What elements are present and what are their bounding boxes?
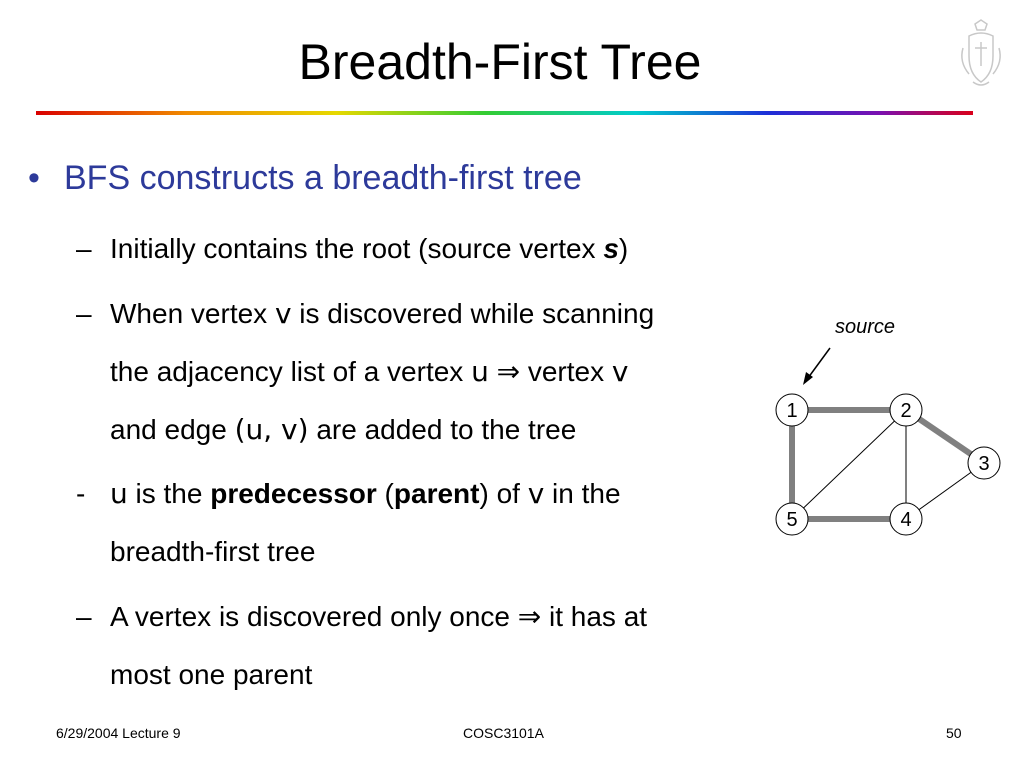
vertex-label: 1 — [786, 400, 797, 422]
university-crest-icon — [961, 19, 1001, 86]
sub-bullet-4-line-2: most one parent — [110, 659, 313, 690]
vertex-label: 2 — [900, 400, 911, 422]
bullet-marker: • — [28, 159, 40, 197]
sub-bullet-3-line-2: breadth-first tree — [110, 536, 316, 567]
vertex-3: 3 — [967, 446, 1001, 480]
vertex-circle — [775, 393, 809, 427]
source-label: source — [835, 316, 895, 338]
vertex-5: 5 — [775, 502, 809, 536]
vertex-1: 1 — [775, 393, 809, 427]
vertex-circle — [889, 393, 923, 427]
sub-bullet-2-line-2: the adjacency list of a vertex u ⇒ verte… — [110, 355, 629, 388]
bfs-graph-diagram: source 1 2 3 4 5 — [775, 316, 1001, 536]
vertex-circle — [889, 502, 923, 536]
slide-title: Breadth-First Tree — [298, 34, 702, 90]
title-underline-rainbow — [36, 111, 973, 115]
sub-bullet-marker: - — [76, 478, 86, 509]
vertex-label: 5 — [786, 509, 797, 531]
sub-bullet-2-line-1: When vertex v is discovered while scanni… — [110, 297, 655, 330]
sub-bullet-3-line-1: u is the predecessor (parent) of v in th… — [110, 477, 621, 510]
sub-bullet-2-line-3: and edge (u, v) are added to the tree — [110, 413, 577, 446]
source-arrowhead — [803, 372, 813, 385]
vertex-label: 3 — [978, 453, 989, 475]
graph-edge-2-5 — [791, 409, 907, 520]
source-arrow — [807, 347, 831, 379]
footer-page-number: 50 — [946, 725, 962, 741]
sub-bullet-marker: – — [76, 233, 92, 264]
vertex-4: 4 — [889, 502, 923, 536]
vertex-circle — [967, 446, 1001, 480]
sub-bullet-marker: – — [76, 298, 92, 329]
footer-date: 6/29/2004 Lecture 9 — [56, 725, 181, 741]
vertex-2: 2 — [889, 393, 923, 427]
vertex-label: 4 — [900, 509, 911, 531]
source-vertex-symbol: s — [603, 233, 619, 264]
footer-course: COSC3101A — [463, 725, 544, 741]
sub-bullet-1-text: Initially contains the root (source vert… — [110, 233, 604, 264]
sub-bullet-4-line-1: A vertex is discovered only once ⇒ it ha… — [110, 601, 648, 632]
sub-bullet-marker: – — [76, 601, 92, 632]
main-bullet-text: BFS constructs a breadth-first tree — [64, 159, 582, 197]
vertex-circle — [775, 502, 809, 536]
sub-bullet-1-close: ) — [618, 233, 629, 264]
